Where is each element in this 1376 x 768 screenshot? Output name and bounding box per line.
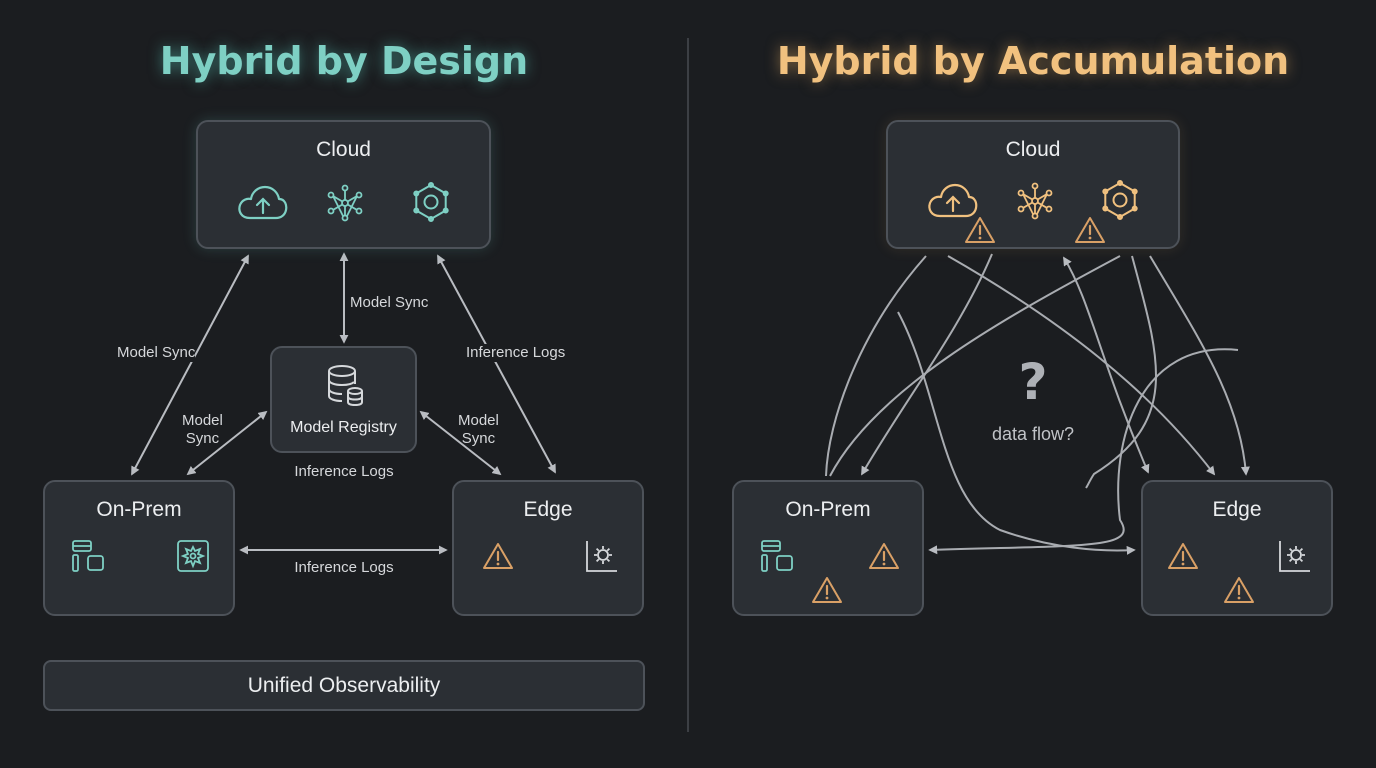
warning-triangle-icon bbox=[1075, 217, 1105, 243]
label-registry-onprem-line1: Model bbox=[182, 412, 223, 429]
chip-icon bbox=[177, 540, 209, 572]
model-registry-label: Model Registry bbox=[290, 419, 397, 436]
gear-icon bbox=[1102, 180, 1138, 220]
tangle-curve bbox=[1149, 255, 1250, 476]
cloud-label-right: Cloud bbox=[1005, 138, 1061, 161]
gear-icon bbox=[413, 182, 449, 222]
cloud-box-right[interactable]: Cloud bbox=[886, 120, 1180, 249]
onprem-label: On-Prem bbox=[96, 498, 182, 521]
tangle-curve bbox=[897, 311, 1136, 555]
edge-box[interactable]: Edge bbox=[452, 480, 644, 616]
cloud-upload-icon bbox=[928, 183, 978, 218]
edge-label: Edge bbox=[523, 498, 573, 521]
warning-triangle-icon bbox=[1168, 543, 1198, 569]
label-registry-below: Inference Logs bbox=[284, 463, 404, 481]
warning-triangle-icon bbox=[869, 543, 899, 569]
analytics-chart-icon bbox=[586, 541, 617, 572]
tangle-curve bbox=[861, 253, 993, 476]
analytics-chart-icon bbox=[1279, 541, 1310, 572]
cloud-label: Cloud bbox=[316, 138, 371, 161]
question-mark: ? bbox=[1018, 353, 1048, 411]
database-icon bbox=[328, 365, 363, 407]
label-cloud-onprem: Model Sync bbox=[117, 344, 196, 362]
label-registry-edge-line2: Sync bbox=[461, 430, 496, 447]
onprem-label-right: On-Prem bbox=[785, 498, 871, 521]
arrow-registry-edge bbox=[419, 410, 502, 476]
server-rack-icon bbox=[72, 540, 104, 572]
panel-divider bbox=[687, 38, 689, 732]
warning-triangle-icon bbox=[965, 217, 995, 243]
server-rack-icon bbox=[761, 540, 793, 572]
warning-triangle-icon bbox=[1224, 577, 1254, 603]
label-cloud-registry: Model Sync bbox=[350, 294, 429, 312]
data-flow-question: data flow? bbox=[991, 424, 1075, 444]
warning-triangle-icon bbox=[812, 577, 842, 603]
cloud-box[interactable]: Cloud bbox=[196, 120, 491, 249]
right-title: Hybrid by Accumulation bbox=[776, 39, 1290, 83]
unified-observability-bar[interactable]: Unified Observability bbox=[43, 660, 645, 711]
arrow-registry-onprem bbox=[186, 410, 268, 476]
label-registry-onprem: Model Sync bbox=[182, 412, 223, 448]
label-registry-onprem-line2: Sync bbox=[185, 430, 220, 447]
edge-box-right[interactable]: Edge bbox=[1141, 480, 1333, 616]
edge-label-right: Edge bbox=[1212, 498, 1262, 521]
network-node-icon bbox=[1017, 182, 1053, 220]
label-onprem-edge: Inference Logs bbox=[284, 559, 404, 577]
network-node-icon bbox=[327, 184, 363, 222]
tangle-curve bbox=[928, 348, 1239, 555]
cloud-upload-icon bbox=[238, 185, 288, 220]
arrow-cloud-edge bbox=[437, 254, 556, 474]
warning-triangle-icon bbox=[483, 543, 513, 569]
label-registry-edge-line1: Model bbox=[458, 412, 499, 429]
arrow-cloud-onprem bbox=[131, 254, 249, 476]
tangle-curve bbox=[1063, 256, 1150, 474]
onprem-box-right[interactable]: On-Prem bbox=[732, 480, 924, 616]
tangle-curve bbox=[825, 255, 927, 477]
left-title: Hybrid by Design bbox=[159, 39, 529, 83]
label-registry-edge: Model Sync bbox=[458, 412, 499, 448]
onprem-box[interactable]: On-Prem bbox=[43, 480, 235, 616]
label-cloud-edge: Inference Logs bbox=[466, 344, 566, 362]
model-registry-box[interactable]: Model Registry bbox=[270, 346, 417, 453]
